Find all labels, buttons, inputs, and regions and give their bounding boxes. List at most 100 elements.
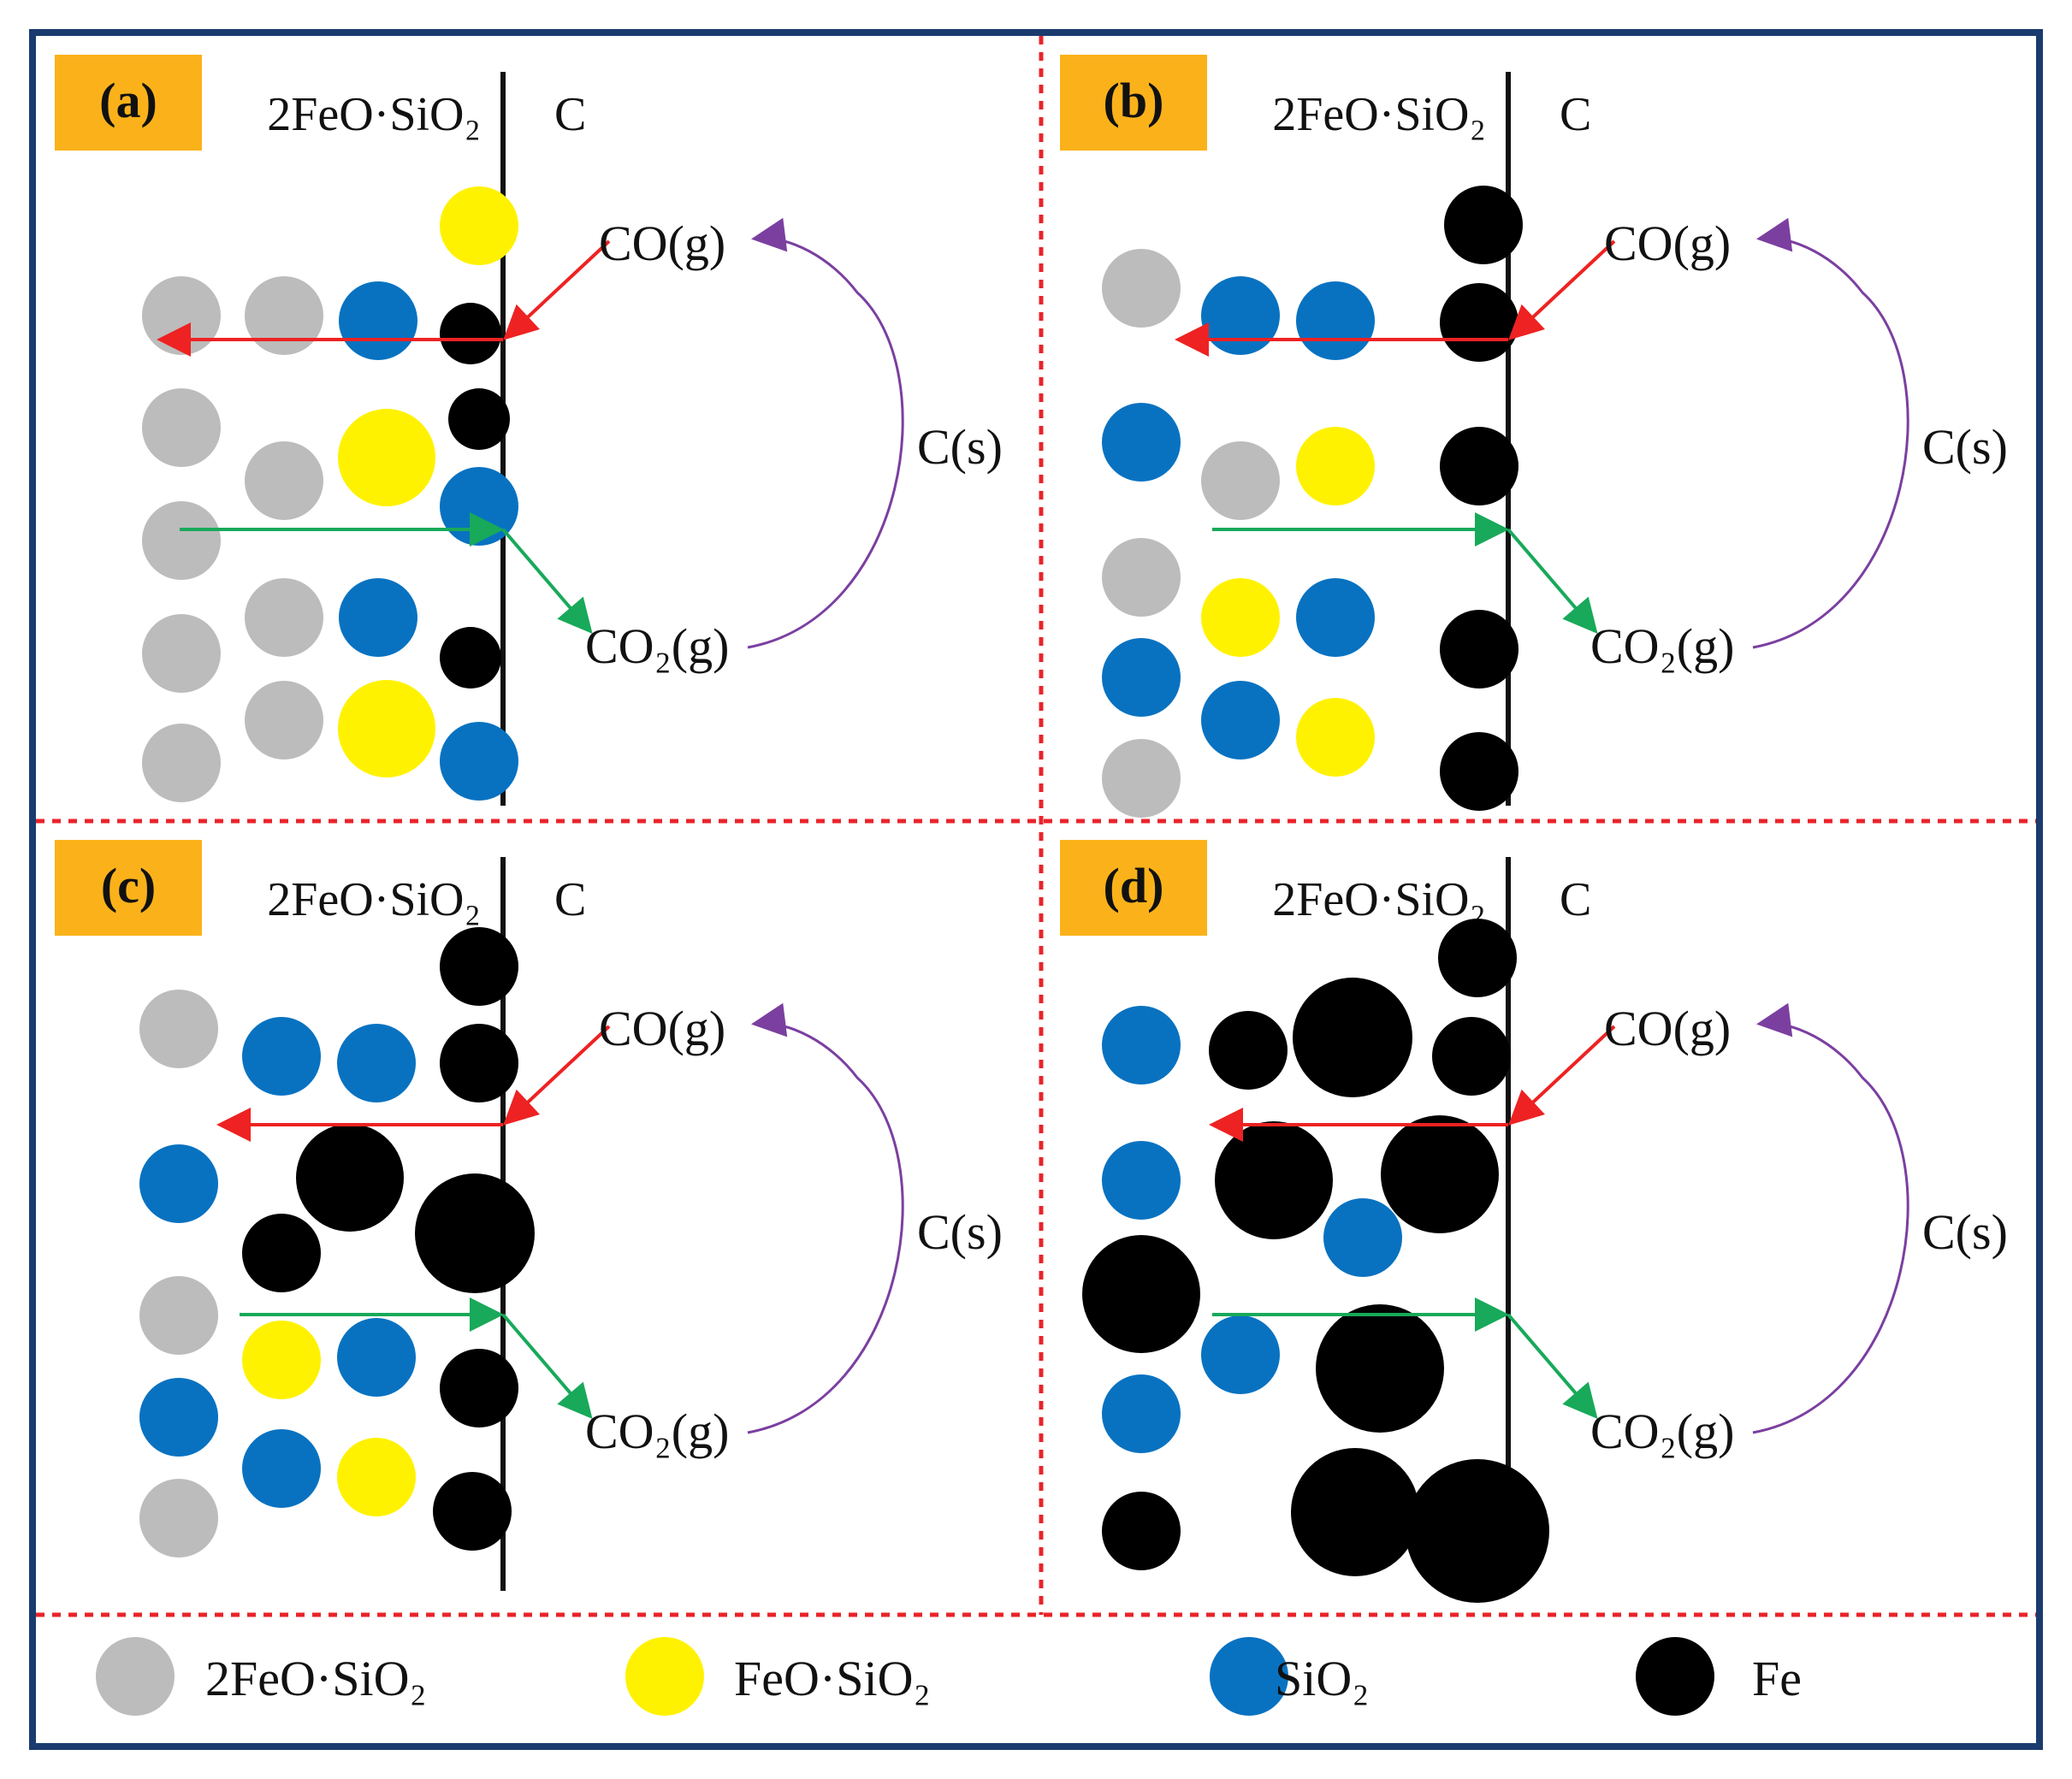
fayalite-particle — [1102, 249, 1181, 328]
ferrosilite-particle — [1201, 578, 1280, 657]
legend-label: Fe — [1752, 1651, 1802, 1706]
legend-swatch-silica-particle — [1210, 1637, 1288, 1716]
carbon-solid-label: C(s) — [1922, 1204, 2008, 1260]
silica-particle — [440, 722, 518, 801]
boudouard-cycle-arrow — [1752, 217, 1909, 649]
carbon-side-label: C — [554, 88, 586, 141]
iron-particle — [440, 1024, 518, 1102]
panel-tag: (b) — [1104, 73, 1164, 128]
iron-particle — [242, 1214, 321, 1292]
iron-particle — [1316, 1304, 1444, 1433]
legend-swatch-iron-particle — [1636, 1637, 1714, 1716]
co2-release-arrow — [501, 528, 593, 635]
silica-particle — [139, 1378, 218, 1457]
silica-particle — [339, 281, 417, 360]
panels: (a) 2FeO·SiO₂ C CO(g) CO₂(g) C(s) (b) 2FeO·SiO₂… — [55, 55, 2008, 1603]
co2-gas-label: CO₂(g) — [585, 618, 729, 674]
legend-label: FeO·SiO₂ — [734, 1651, 931, 1706]
carbon-solid-label: C(s) — [917, 1204, 1003, 1260]
co2-gas-label: CO₂(g) — [1590, 618, 1734, 674]
panel-tag-box — [1060, 840, 1207, 936]
ferrosilite-particle — [338, 680, 435, 777]
silica-particle — [337, 1024, 416, 1102]
co2-gas-label: CO₂(g) — [585, 1404, 729, 1459]
iron-particle — [1440, 610, 1518, 689]
co-gas-label: CO(g) — [599, 1001, 725, 1056]
silica-particle — [1102, 638, 1181, 717]
silica-particle — [339, 578, 417, 657]
oxide-side-label: 2FeO·SiO₂ — [267, 873, 481, 926]
ferrosilite-particle — [440, 186, 518, 265]
iron-particle — [1293, 978, 1412, 1097]
boudouard-cycle-arrow — [747, 1002, 904, 1434]
iron-particle — [1215, 1121, 1333, 1239]
fayalite-particle — [139, 1276, 218, 1355]
carbon-solid-label: C(s) — [917, 419, 1003, 475]
silica-particle — [1296, 578, 1375, 657]
boudouard-cycle-arrow — [747, 217, 904, 649]
panel-a: (a) 2FeO·SiO₂ C CO(g) CO₂(g) C(s) — [55, 55, 1003, 806]
legend-swatch-ferrosilite-particle — [625, 1637, 704, 1716]
co2-release-arrow — [501, 1313, 593, 1420]
co2-release-arrow — [1507, 528, 1598, 635]
silica-particle — [1102, 403, 1181, 482]
iron-particle — [1440, 732, 1518, 811]
iron-particle — [1381, 1115, 1499, 1233]
iron-particle — [440, 627, 501, 689]
boudouard-cycle-arrow — [1752, 1002, 1909, 1434]
iron-particle — [1432, 1017, 1511, 1096]
ferrosilite-particle — [242, 1321, 321, 1399]
fayalite-particle — [142, 501, 221, 580]
silica-particle — [1323, 1198, 1402, 1277]
co-diffusion-arrow — [503, 239, 611, 340]
co-diffusion-arrow — [1508, 239, 1616, 340]
iron-particle — [415, 1173, 535, 1293]
panel-tag-box — [1060, 55, 1207, 151]
panel-tag: (a) — [99, 73, 157, 128]
silica-particle — [1201, 1315, 1280, 1394]
fayalite-particle — [142, 276, 221, 355]
panel-tag-box — [55, 55, 202, 151]
co-diffusion-arrow — [1508, 1025, 1616, 1126]
panel-dividers — [36, 36, 2036, 1617]
fayalite-particle — [142, 724, 221, 802]
legend-label: SiO₂ — [1275, 1651, 1369, 1706]
silica-particle — [337, 1318, 416, 1397]
iron-particle — [1291, 1448, 1419, 1576]
carbon-solid-label: C(s) — [1922, 419, 2008, 475]
oxide-side-label: 2FeO·SiO₂ — [1272, 873, 1486, 926]
iron-particle — [440, 303, 501, 364]
silica-particle — [1201, 681, 1280, 759]
silica-particle — [1296, 281, 1375, 360]
silica-particle — [1102, 1141, 1181, 1220]
panel-tag: (c) — [101, 858, 156, 913]
iron-particle — [1102, 1492, 1181, 1570]
silica-particle — [242, 1429, 321, 1508]
fayalite-particle — [139, 990, 218, 1068]
iron-particle — [1406, 1459, 1549, 1603]
fayalite-particle — [1102, 538, 1181, 617]
ferrosilite-particle — [337, 1438, 416, 1516]
fayalite-particle — [245, 276, 323, 355]
co-gas-label: CO(g) — [1604, 216, 1731, 271]
iron-particle — [1082, 1235, 1200, 1353]
iron-particle — [1209, 1011, 1288, 1090]
fayalite-particle — [1201, 441, 1280, 520]
iron-particle — [440, 1349, 518, 1427]
fayalite-particle — [139, 1479, 218, 1557]
legend-label: 2FeO·SiO₂ — [205, 1651, 427, 1706]
ferrosilite-particle — [338, 409, 435, 506]
silica-particle — [1102, 1374, 1181, 1453]
carbon-side-label: C — [1560, 873, 1591, 926]
co-gas-label: CO(g) — [599, 216, 725, 271]
legend-swatch-fayalite-particle — [96, 1637, 175, 1716]
silica-particle — [1102, 1006, 1181, 1085]
fayalite-particle — [1102, 739, 1181, 818]
legend: 2FeO·SiO₂ FeO·SiO₂ SiO₂ Fe — [96, 1637, 1802, 1716]
iron-particle — [1440, 427, 1518, 505]
oxide-side-label: 2FeO·SiO₂ — [267, 88, 481, 141]
carbon-side-label: C — [1560, 88, 1591, 141]
silica-particle — [1201, 276, 1280, 355]
iron-particle — [1440, 283, 1518, 362]
